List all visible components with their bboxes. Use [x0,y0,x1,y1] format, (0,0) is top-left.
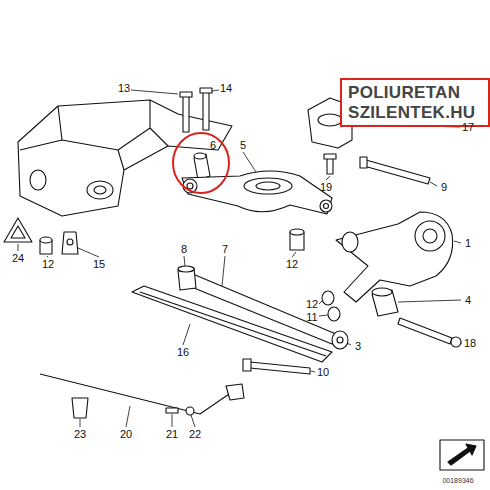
callout-number: 12 [42,259,54,270]
callout-number: 22 [189,429,201,440]
callout-number: 23 [74,429,86,440]
callout-number: 5 [240,140,246,151]
callout-number: 20 [120,429,132,440]
callout-number: 9 [441,182,447,193]
callout-number: 12 [286,259,298,270]
callout-number: 14 [220,83,232,94]
callout-number: 15 [93,259,105,270]
callout-number: 10 [317,367,329,378]
callout-number: 13 [118,83,130,94]
drawing-number: 00189346 [442,477,473,484]
callout-number: 19 [320,182,332,193]
watermark-text: POLIURETAN SZILENTEK.HU [348,83,482,122]
callout-number: 24 [12,253,24,264]
callout-number: 1 [465,238,471,249]
callout-number: 7 [222,244,228,255]
watermark-box: POLIURETAN SZILENTEK.HU [340,78,490,127]
callout-number: 18 [464,338,476,349]
callout-number: 8 [181,244,187,255]
callout-number: 11 [306,312,317,323]
callout-number: 12 [306,299,318,310]
callout-number: 16 [177,347,189,358]
callout-number: 3 [355,341,361,352]
callout-number: 4 [465,295,471,306]
callout-number: 21 [166,429,178,440]
callout-number: 6 [210,140,216,151]
callout-number: 17 [462,122,474,133]
